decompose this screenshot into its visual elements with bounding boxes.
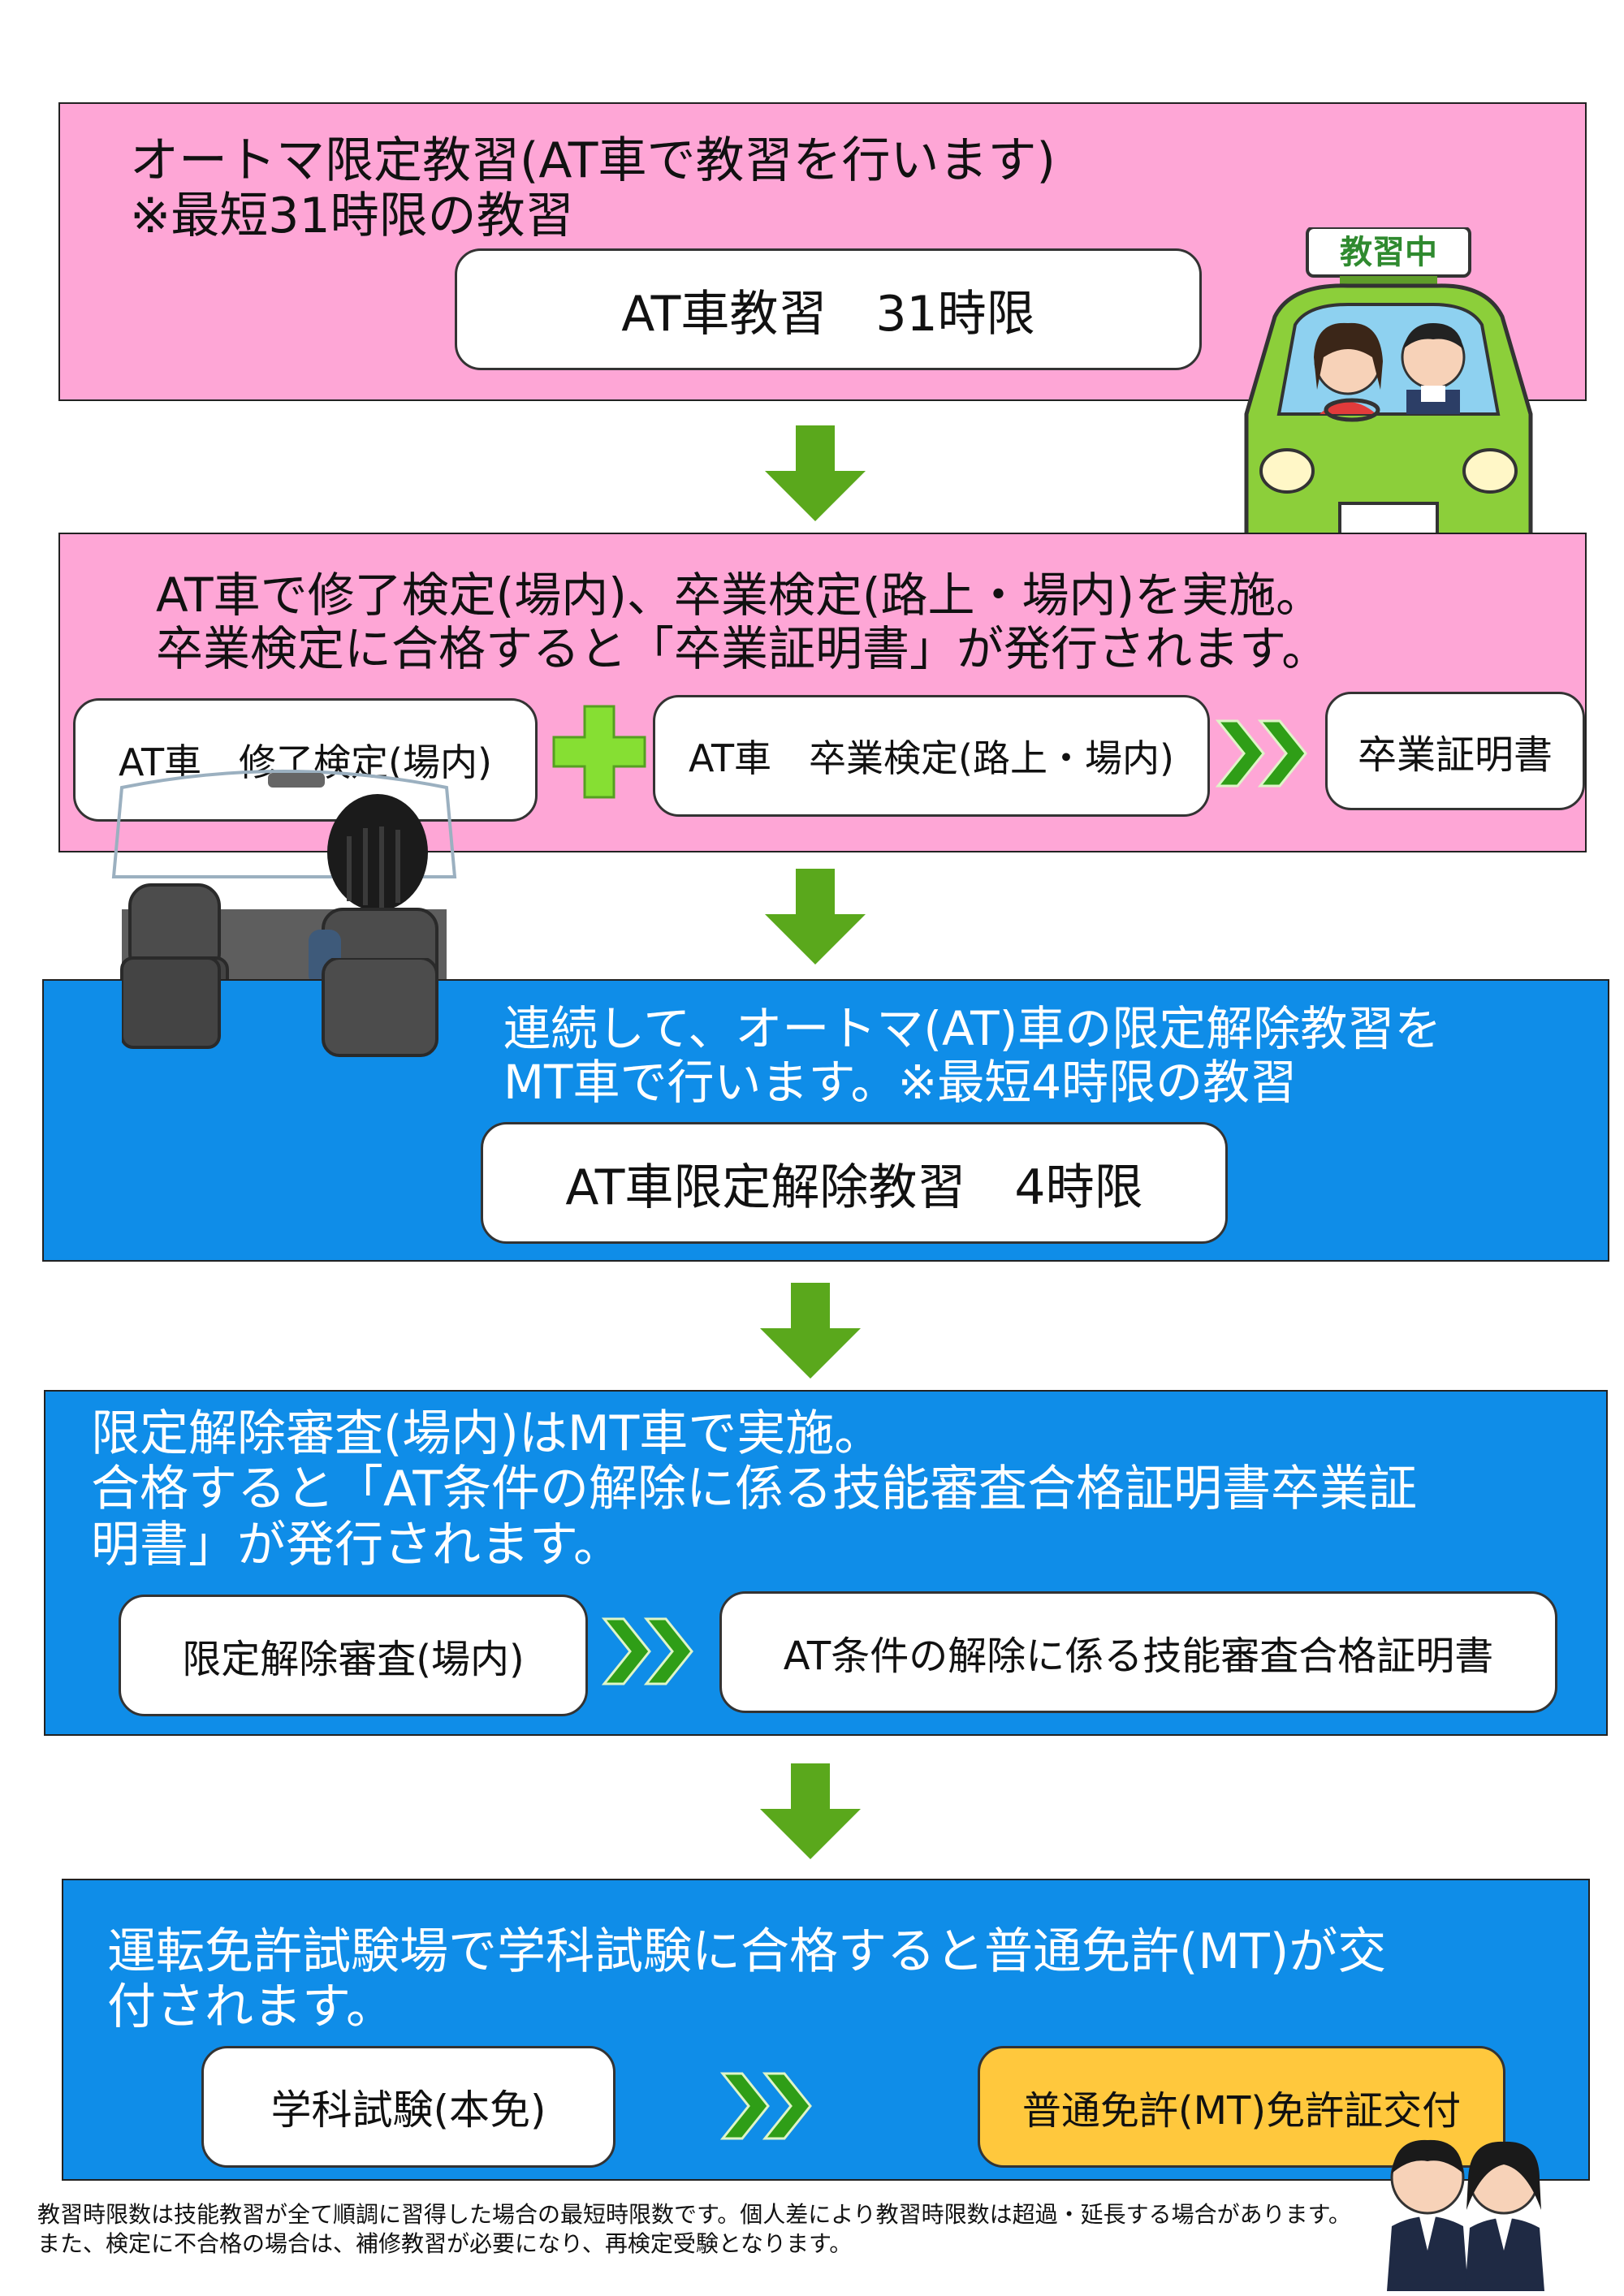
plus-icon [552,705,646,799]
step-written-test-label: 学科試験(本免) [270,2087,546,2134]
instructor-car-illustration: 教習中 [1244,227,1533,585]
section-1-heading: オートマ限定教習(AT車で教習を行います) ※最短31時限の教習 [130,132,1056,245]
section-2-heading: AT車で修了検定(場内)、卒業検定(路上・場内)を実施。 卒業検定に合格すると「… [156,568,1329,677]
down-arrow-icon [765,425,866,521]
result-license-issued-label: 普通免許(MT)免許証交付 [1021,2088,1462,2134]
step-limit-release-exam: 限定解除審査(場内) [119,1595,588,1716]
step-written-test: 学科試験(本免) [201,2046,615,2168]
result-skill-exam-certificate-label: AT条件の解除に係る技能審査合格証明書 [783,1634,1494,1679]
footnote: 教習時限数は技能教習が全て順調に習得した場合の最短時限数です。個人差により教習時… [37,2201,1351,2257]
down-arrow-icon [760,1283,861,1379]
step-graduation-test: AT車 卒業検定(路上・場内) [653,695,1210,817]
section-1-box: AT車教習 31時限 [455,248,1202,370]
step-graduation-test-label: AT車 卒業検定(路上・場内) [689,736,1174,780]
section-5-heading: 運転免許試験場で学科試験に合格すると普通免許(MT)が交 付されます。 [107,1923,1387,2036]
double-chevron-icon [601,1617,693,1685]
result-graduation-certificate: 卒業証明書 [1325,692,1585,810]
step-limit-release-exam-label: 限定解除審査(場内) [182,1637,525,1682]
section-1-box-label: AT車教習 31時限 [621,285,1035,343]
bowing-staff-illustration [1387,2139,1544,2291]
section-3-box-label: AT車限定解除教習 4時限 [565,1159,1143,1216]
section-3-box: AT車限定解除教習 4時限 [481,1122,1228,1244]
section-4-heading: 限定解除審査(場内)はMT車で実施。 合格すると「AT条件の解除に係る技能審査合… [91,1405,1418,1573]
car-interior-seat-overlap [122,958,438,1057]
sign-text: 教習中 [1340,234,1437,271]
double-chevron-icon [1215,719,1307,788]
result-graduation-certificate-label: 卒業証明書 [1357,732,1553,778]
down-arrow-icon [765,869,866,965]
down-arrow-icon [760,1763,861,1859]
section-3-heading: 連続して、オートマ(AT)車の限定解除教習を MT車で行います。※最短4時限の教… [503,1001,1442,1111]
double-chevron-icon [719,2072,812,2140]
result-skill-exam-certificate: AT条件の解除に係る技能審査合格証明書 [719,1591,1557,1713]
